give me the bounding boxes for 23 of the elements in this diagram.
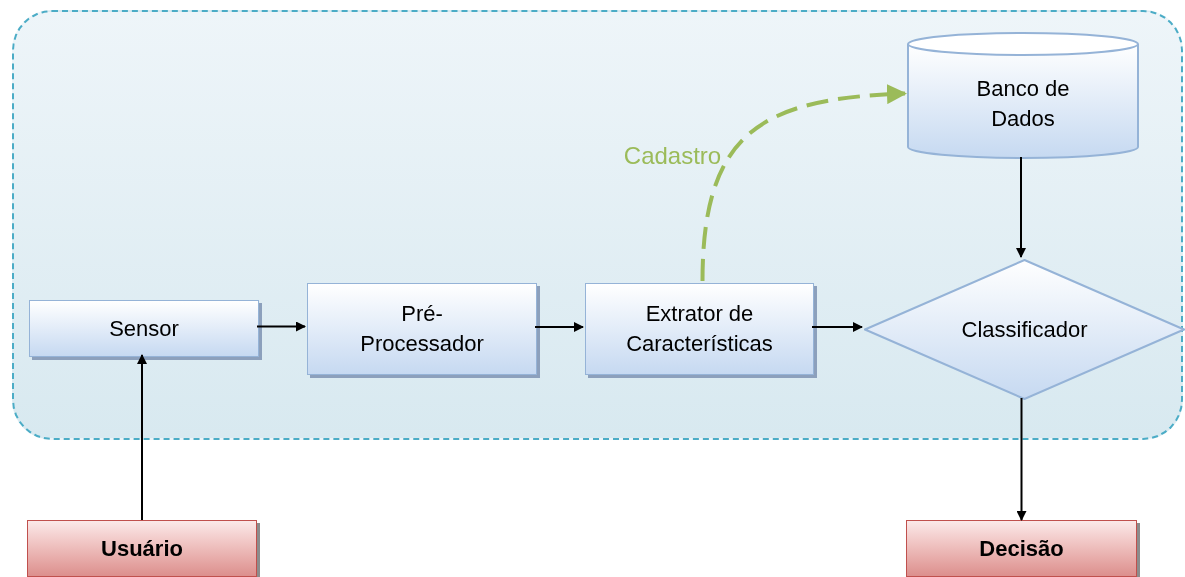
node-label: Extrator de Características (625, 300, 774, 358)
node-label: Banco de Dados (975, 74, 1071, 133)
terminal-box (906, 520, 1137, 577)
arrow (1016, 397, 1027, 521)
process-box (29, 300, 259, 357)
process-box (307, 283, 537, 375)
node-label: Sensor (108, 314, 180, 343)
arrow (811, 322, 863, 332)
node-label: Classificador (960, 315, 1089, 344)
process-box (585, 283, 814, 375)
node-label: Usuário (100, 534, 184, 563)
arrow (534, 322, 584, 332)
database-cylinder (907, 32, 1139, 159)
node-label: Decisão (978, 534, 1065, 563)
arrow (137, 354, 147, 521)
system-boundary (12, 10, 1183, 440)
arrow (700, 84, 907, 282)
arrow (256, 321, 306, 332)
terminal-box (27, 520, 257, 577)
arrow (1016, 156, 1026, 258)
decision-diamond (864, 259, 1185, 400)
edge-label: Cadastro (623, 141, 722, 171)
node-label: Pré- Processador (359, 300, 485, 358)
